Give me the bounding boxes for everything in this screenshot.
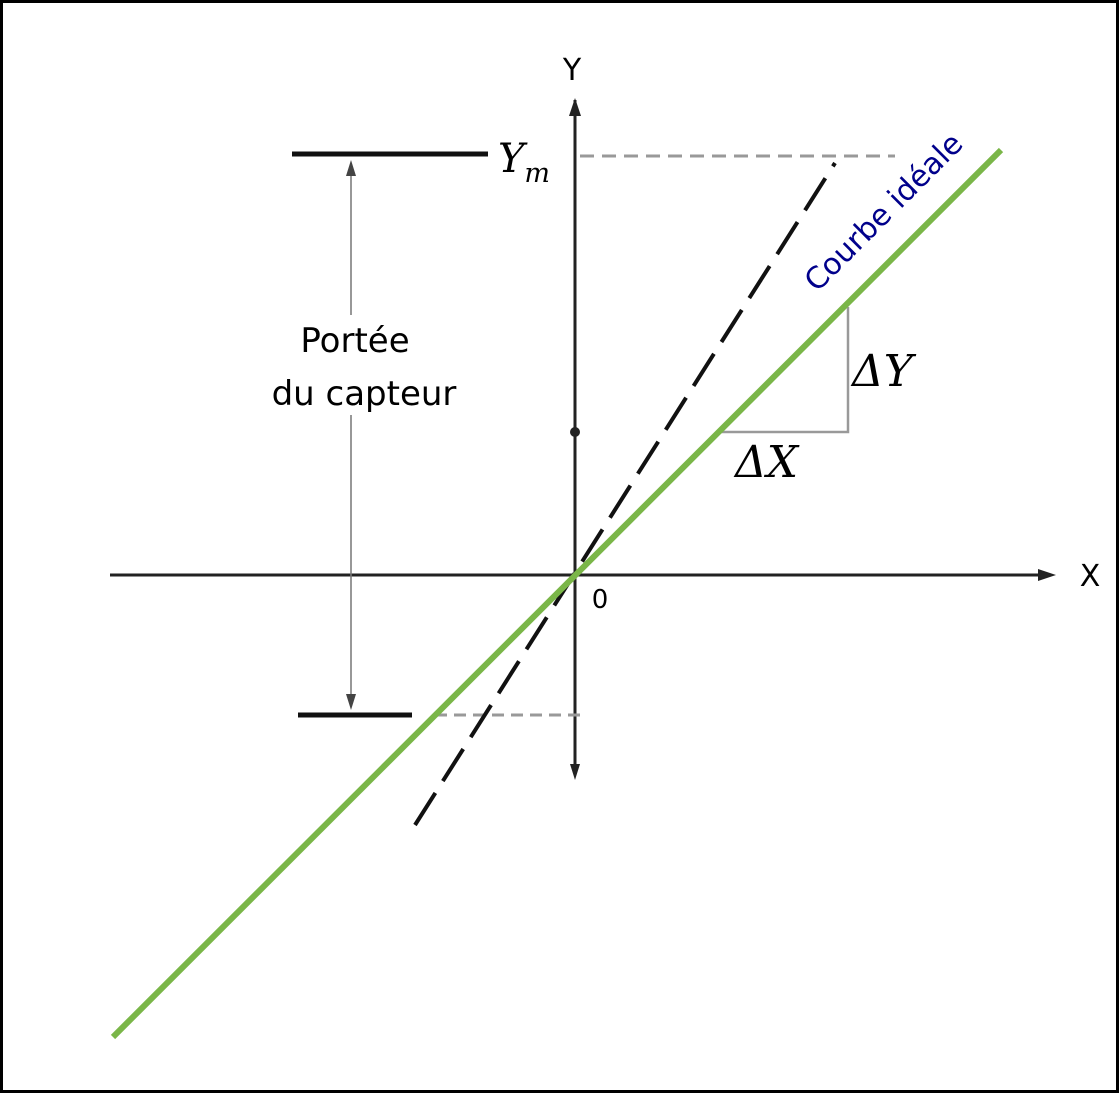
range-label-line1: Portée [300,321,409,361]
delta-x-label: ΔX [733,437,800,488]
origin-label: 0 [592,585,609,615]
x-axis-label: X [1080,559,1101,594]
ideal-curve-label: Courbe idéale [798,126,970,298]
slope-triangle [720,307,850,434]
ym-symbol: Y [498,136,528,182]
ym-subscript: m [524,158,550,189]
delta-y-label: ΔY [850,346,917,397]
y-axis-arrowhead [569,98,581,116]
range-label-line2: du capteur [272,374,457,414]
ideal-curve-line [110,147,1004,1040]
y-axis-bottom-arrow [570,764,580,780]
y-axis-mark [570,427,580,437]
real-response-line [413,161,837,827]
range-label-bg [240,315,490,415]
x-axis-arrowhead [1038,569,1056,581]
ym-label: Ym [498,136,550,189]
range-arrow-bottom [346,694,356,710]
y-axis-label: Y [562,53,582,88]
range-arrow-top [346,160,356,176]
